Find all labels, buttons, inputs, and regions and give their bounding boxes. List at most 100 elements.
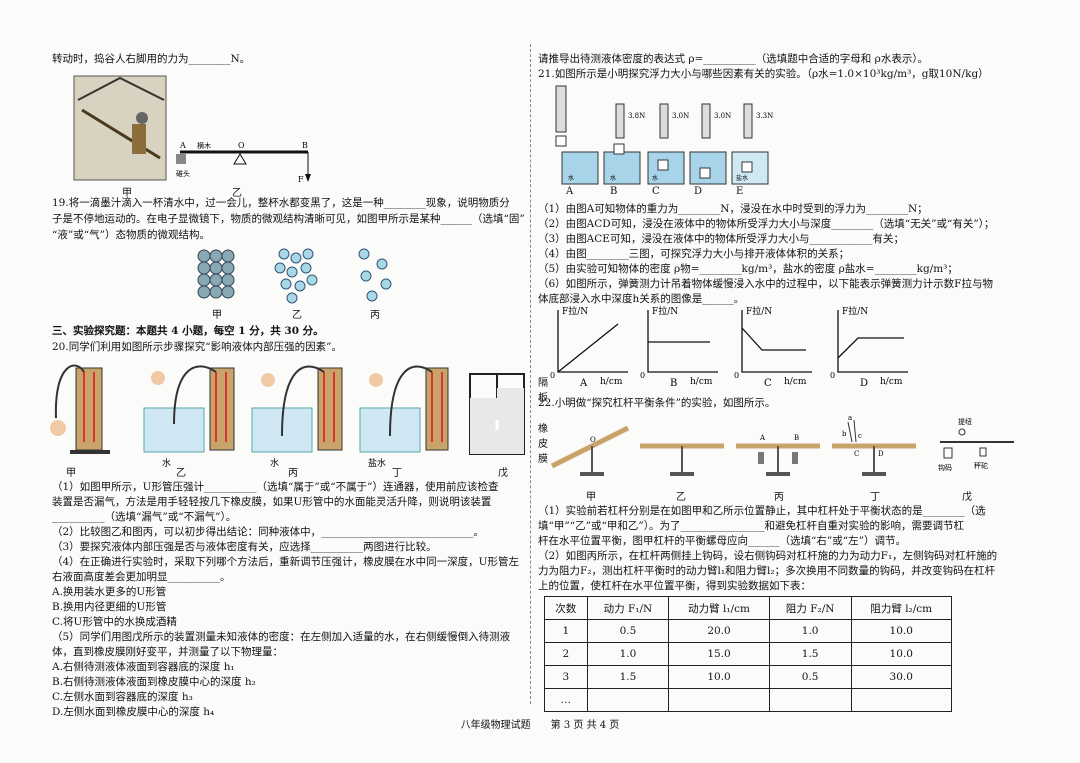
- fig22-lever: O a b c A B C D 提纽 钩码 秤砣: [550, 414, 1014, 476]
- table-cell: 20.0: [668, 619, 770, 643]
- graph-D-ylabel: F拉/N: [842, 305, 868, 317]
- q20-4-optC: C.将U形管中的水换成酒精: [52, 616, 177, 628]
- q22-stem: 22.小明做“探究杠杆平衡条件”的实验，如图所示。: [538, 397, 776, 409]
- fig20-salt-water: 盐水: [368, 457, 386, 468]
- q20-4a: （4）在正确进行实验时，采取下列哪个方法后，重新调节压强计，橡皮膜在水中同一深度…: [52, 556, 520, 568]
- table-cell: 0.5: [768, 665, 852, 689]
- q22-1b: 填“甲”“乙”或“甲和乙”）。为了________________和避免杠杆自重…: [538, 520, 964, 532]
- fig18-label-F: F: [298, 175, 304, 184]
- fig22-yi: [640, 443, 724, 476]
- lever-data-table: 次数 动力 F₁/N 动力臂 l₁/cm 阻力 F₂/N 阻力臂 l₂/cm 1…: [544, 596, 952, 712]
- graph-A-xlabel: h/cm: [600, 377, 623, 387]
- fig22-cap-wu: 戊: [962, 492, 972, 503]
- table-header-row: 次数 动力 F₁/N 动力臂 l₁/cm 阻力 F₂/N 阻力臂 l₂/cm: [544, 596, 952, 620]
- fig21-objects: [555, 135, 753, 179]
- fig22-lbl-D: D: [878, 450, 884, 458]
- table-cell: …: [544, 688, 588, 712]
- fig18-label-wood: 横木: [197, 141, 211, 150]
- fig20-yi: [143, 365, 235, 453]
- table-header-cell: 阻力臂 l₂/cm: [850, 596, 952, 620]
- fig22-lbl-b: b: [842, 430, 847, 438]
- table-header-cell: 动力臂 l₁/cm: [668, 596, 770, 620]
- q20-5-optD: D.左侧水面到橡皮膜中心的深度 h₄: [52, 706, 215, 718]
- graph-B-origin: 0: [640, 371, 645, 380]
- fig19-solid: [197, 249, 235, 299]
- graph-C-label: C: [764, 378, 772, 389]
- table-cell: 1.0: [586, 642, 670, 666]
- fig18-cap-jia: 甲: [122, 188, 132, 199]
- fig21-cap-A: A: [566, 186, 574, 197]
- q20-1a: （1）如图甲所示，U形管压强计__________（选填“属于”或“不属于”）连…: [52, 481, 499, 493]
- fig19-cap-yi: 乙: [292, 310, 302, 321]
- fig20-cap-wu: 戊: [498, 468, 508, 479]
- graph-D-label: D: [860, 378, 868, 389]
- table-row: 2 1.0 15.0 1.5 10.0: [544, 642, 952, 666]
- q21-1: （1）由图A可知物体的重力为________N，浸没在水中时受到的浮力为____…: [538, 203, 928, 215]
- fig22-wu: [940, 428, 1014, 459]
- fig19-molecules: [197, 248, 392, 304]
- table-header-cell: 次数: [544, 596, 588, 620]
- fig20-rubber: 橡皮膜: [538, 424, 548, 465]
- table-header-cell: 阻力 F₂/N: [768, 596, 852, 620]
- graph-A-line: [557, 323, 619, 373]
- fig22-bing: [736, 443, 820, 476]
- graph-B-label: B: [670, 378, 677, 389]
- fig22-lbl-a: a: [848, 414, 852, 422]
- fig22-jia: [550, 425, 630, 476]
- graph-A-origin: 0: [550, 371, 555, 380]
- q20-4-optB: B.换用内径更细的U形管: [52, 601, 167, 613]
- table-cell: [850, 688, 952, 712]
- q22-2c: 上的位置，使杠杆在水平位置平衡，得到实验数据如下表：: [538, 580, 811, 592]
- fig22-cap-bing: 丙: [774, 492, 784, 503]
- q21-3: （3）由图ACE可知，浸没在液体中的物体所受浮力大小与____________有…: [538, 233, 904, 245]
- fig21-cap-E: E: [736, 186, 744, 197]
- graph-A-axes: [557, 310, 628, 373]
- table-row: …: [544, 688, 952, 712]
- fig20-bing: [251, 365, 343, 453]
- fig22-cap-yi: 乙: [676, 492, 686, 503]
- q22-2a: （2）如图丙所示，在杠杆两侧挂上钩码，设右侧钩码对杠杆施的力为动力F₁，左侧钩码…: [538, 550, 998, 562]
- graph-C-ylabel: F拉/N: [746, 305, 772, 317]
- fig21-cap-B: B: [610, 186, 618, 197]
- fig22-cap-jia: 甲: [586, 492, 596, 503]
- q20-5-optC: C.左侧水面到容器底的深度 h₃: [52, 691, 193, 703]
- graph-B-axes: [647, 310, 718, 373]
- fig18-jia-drawing: [73, 75, 167, 181]
- table-cell: 10.0: [850, 619, 952, 643]
- table-row: 3 1.5 10.0 0.5 30.0: [544, 665, 952, 689]
- fig18-label-A: A: [179, 141, 186, 150]
- fig18-label-B: B: [302, 141, 308, 150]
- fig20-ding: [359, 365, 449, 453]
- graph-A-ylabel: F拉/N: [562, 305, 588, 317]
- q20-5-optB: B.右侧待测液体液面到橡皮膜中心的深度 h₂: [52, 676, 256, 688]
- q21-stem: 21.如图所示是小明探究浮力大小与哪些因素有关的实验。（ρ水=1.0×10³kg…: [538, 68, 989, 80]
- graph-D-axes: [837, 310, 908, 373]
- column-divider: [530, 44, 531, 704]
- q22-1a: （1）实验前若杠杆分别是在如图甲和乙所示位置静止，其中杠杆处于平衡状态的是___…: [538, 505, 986, 517]
- fig21-reading-3: 3.0N: [714, 112, 731, 120]
- table-cell: 0.5: [586, 619, 670, 643]
- fig22-lbl-c: c: [858, 432, 862, 440]
- graph-D-xlabel: h/cm: [880, 377, 903, 387]
- fig18-cap-yi: 乙: [232, 188, 242, 199]
- graph-C-xlabel: h/cm: [784, 377, 807, 387]
- fig22-lbl-A: A: [759, 434, 766, 442]
- table-cell: [586, 688, 670, 712]
- fig20-pressure-gauge: 水 水 盐水: [50, 364, 525, 468]
- fig22-lbl-O: O: [590, 436, 596, 444]
- fig20-jia: [50, 364, 110, 454]
- table-cell: 1.0: [768, 619, 852, 643]
- table-cell: [668, 688, 770, 712]
- table-cell: 30.0: [850, 665, 952, 689]
- q20-4b: 右液面高度差会更加明显__________。: [52, 571, 231, 583]
- q21-5: （5）由实验可知物体的密度 ρ物=________kg/m³，盐水的密度 ρ盐水…: [538, 263, 958, 275]
- q19-line3: “液”或“气”）态物质的微观结构。: [52, 229, 210, 241]
- q21-2: （2）由图ACD可知，浸没在液体中的物体所受浮力大小与深度________（选填…: [538, 218, 995, 230]
- fig21-liquid-2: 水: [610, 174, 616, 182]
- q20-stem: 20.同学们利用如图所示步骤探究“影响液体内部压强的因素”。: [52, 341, 342, 353]
- q20-1b: 装置是否漏气，方法是用手轻轻按几下橡皮膜，如果U形管中的水面能灵活升降，则说明该…: [52, 496, 492, 508]
- fig21-liquid-4: 盐水: [736, 174, 748, 182]
- q22-2b: 力为阻力F₂，测出杠杆平衡时的动力臂l₁和阻力臂l₂；多次换用不同数量的钩码，并…: [538, 565, 996, 577]
- table-cell: 10.0: [850, 642, 952, 666]
